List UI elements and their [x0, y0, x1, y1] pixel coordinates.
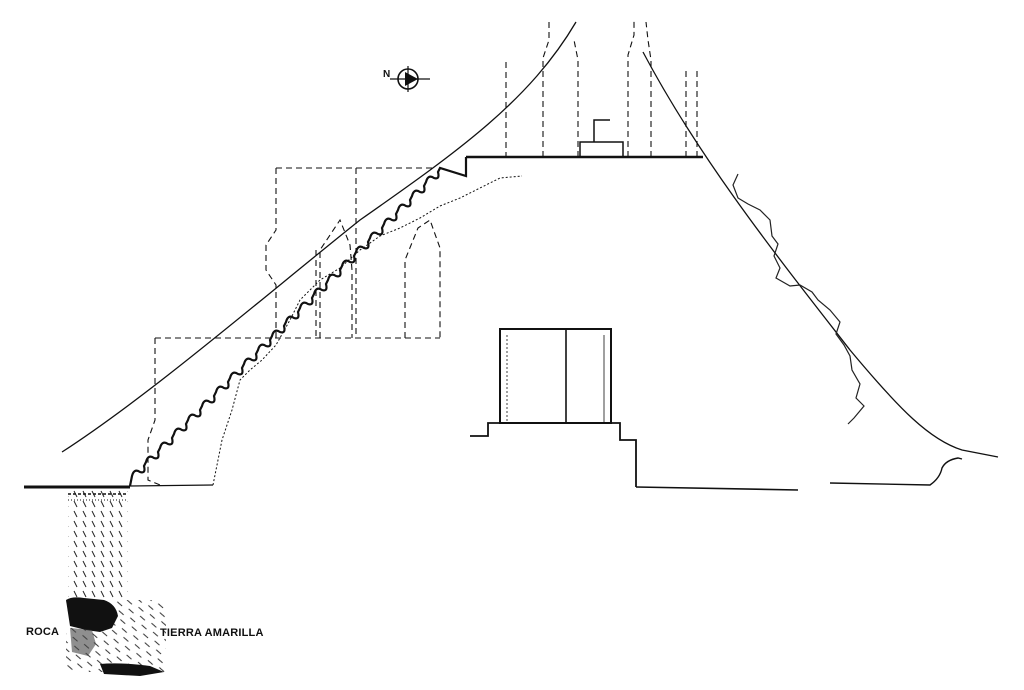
eroded-edge: [732, 173, 865, 425]
top-platform: [466, 119, 703, 159]
roca-label: ROCA: [26, 626, 60, 638]
central-doorway: [470, 328, 637, 487]
staircase: [128, 157, 468, 487]
mound-profile: [61, 21, 999, 458]
north-label: N: [383, 69, 391, 80]
north-arrow-icon: [390, 66, 430, 92]
ground-lines: [24, 457, 963, 491]
tierra-amarilla-label: TIERRA AMARILLA: [160, 627, 264, 639]
soil-column: [66, 490, 166, 676]
dashed-reconstruction: [147, 20, 698, 486]
dotted-secondary-stair: [212, 175, 523, 486]
